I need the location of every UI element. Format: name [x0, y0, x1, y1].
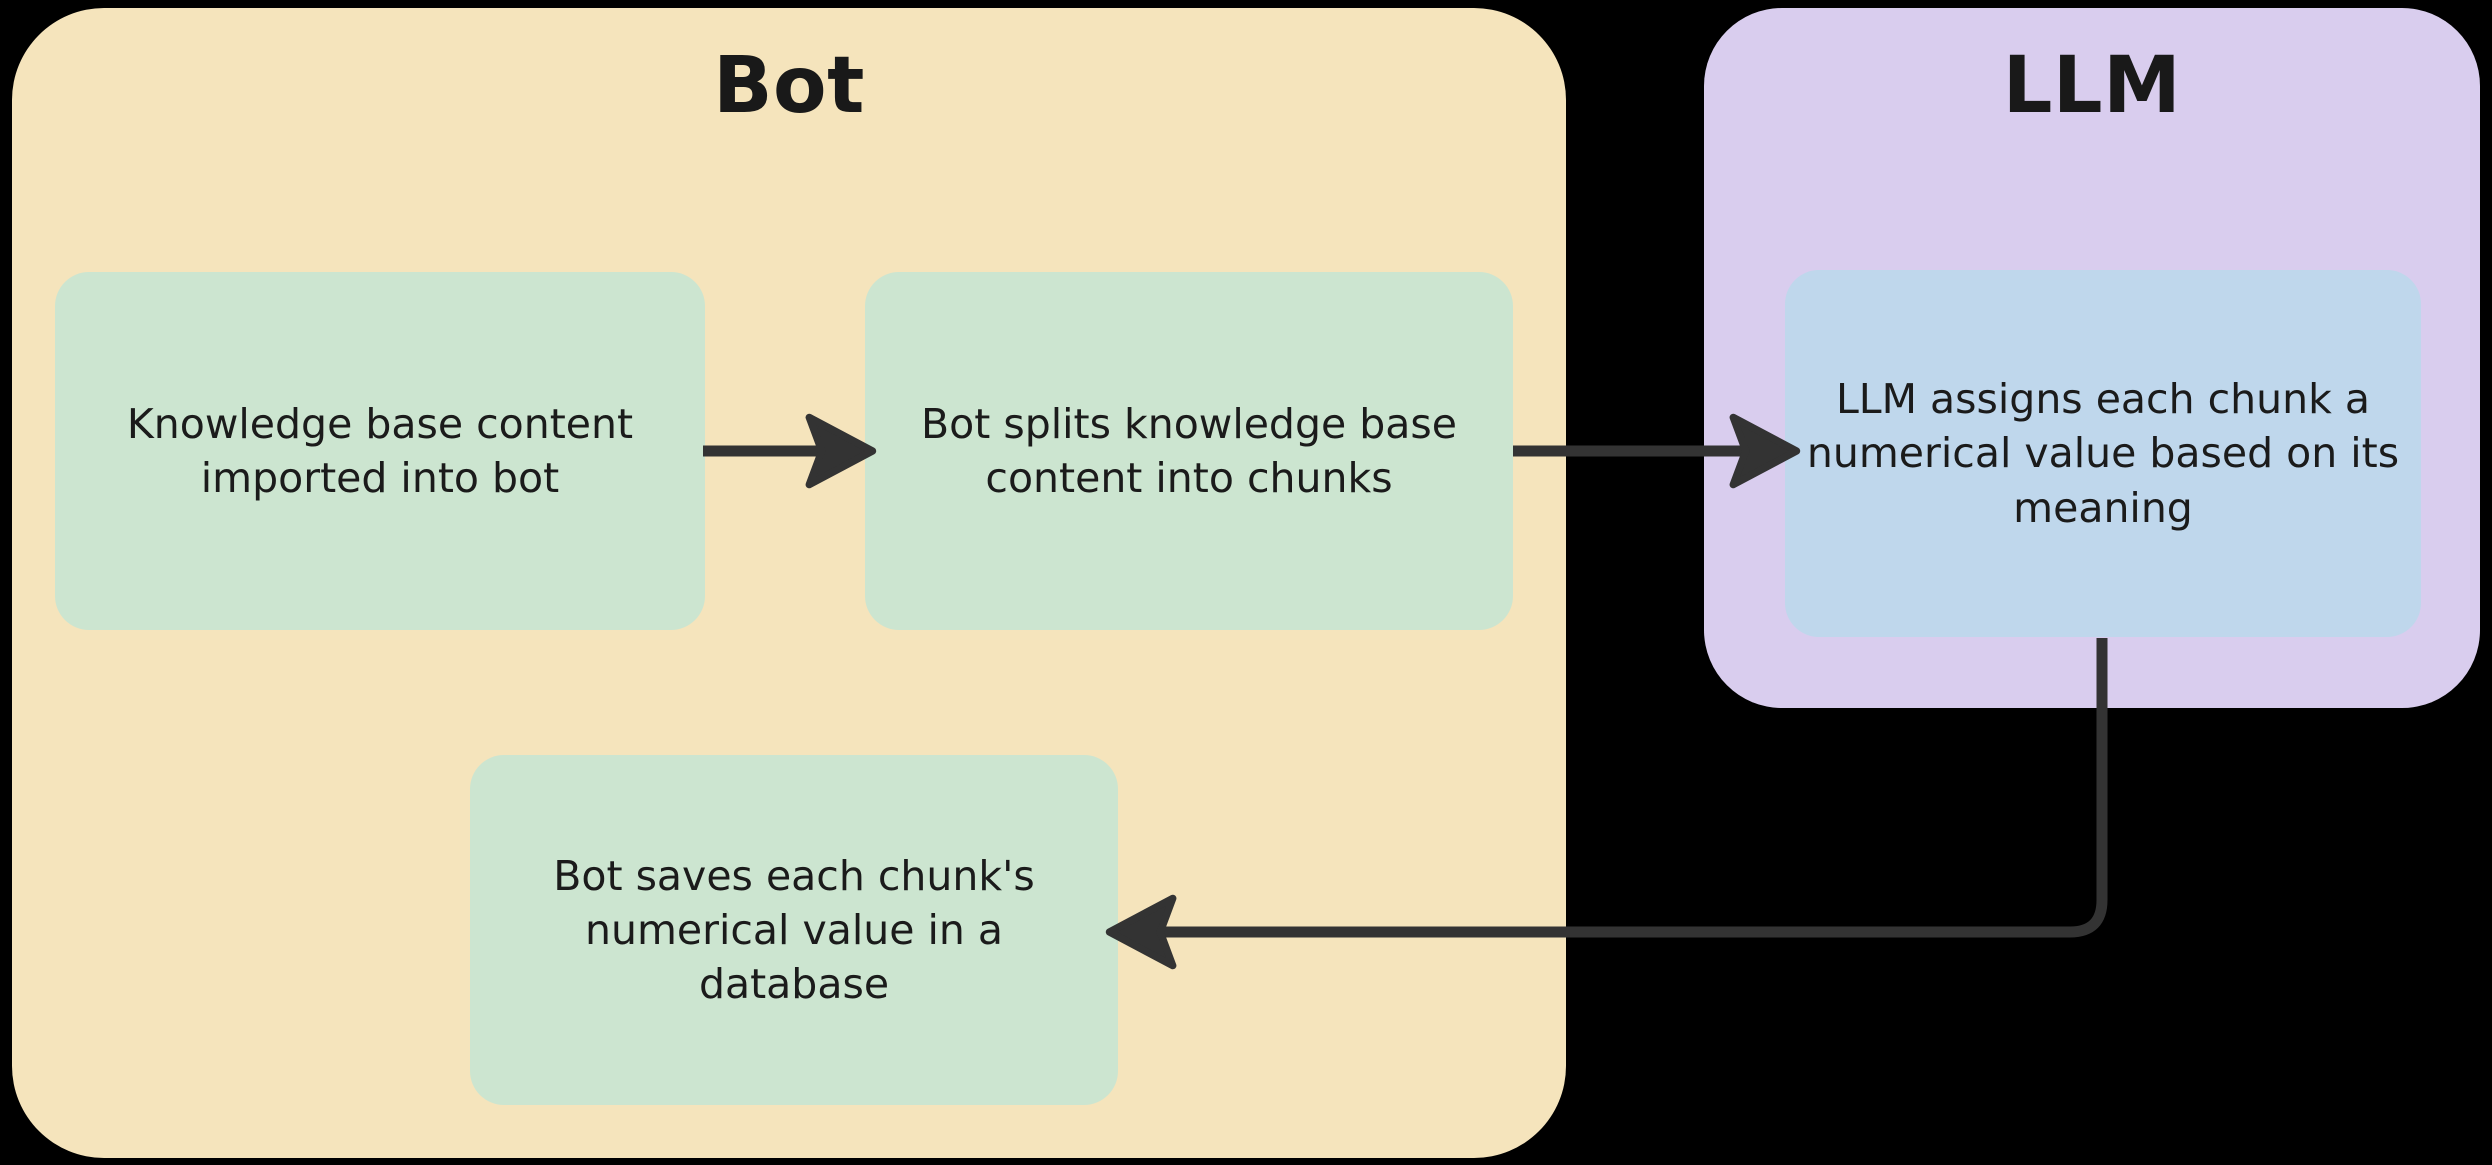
node-split[interactable]: Bot splits knowledge base content into c…	[865, 272, 1513, 630]
node-llm-assign[interactable]: LLM assigns each chunk a numerical value…	[1785, 270, 2421, 637]
node-save[interactable]: Bot saves each chunk's numerical value i…	[470, 755, 1118, 1105]
group-bot-title: Bot	[713, 41, 865, 131]
node-import[interactable]: Knowledge base content imported into bot	[55, 272, 705, 630]
node-split-label: Bot splits knowledge base content into c…	[921, 399, 1457, 502]
node-import-label: Knowledge base content imported into bot	[126, 399, 634, 502]
node-save-label: Bot saves each chunk's numerical value i…	[553, 851, 1035, 1009]
group-llm-title: LLM	[2002, 41, 2182, 131]
node-llm-assign-label: LLM assigns each chunk a numerical value…	[1806, 375, 2400, 532]
